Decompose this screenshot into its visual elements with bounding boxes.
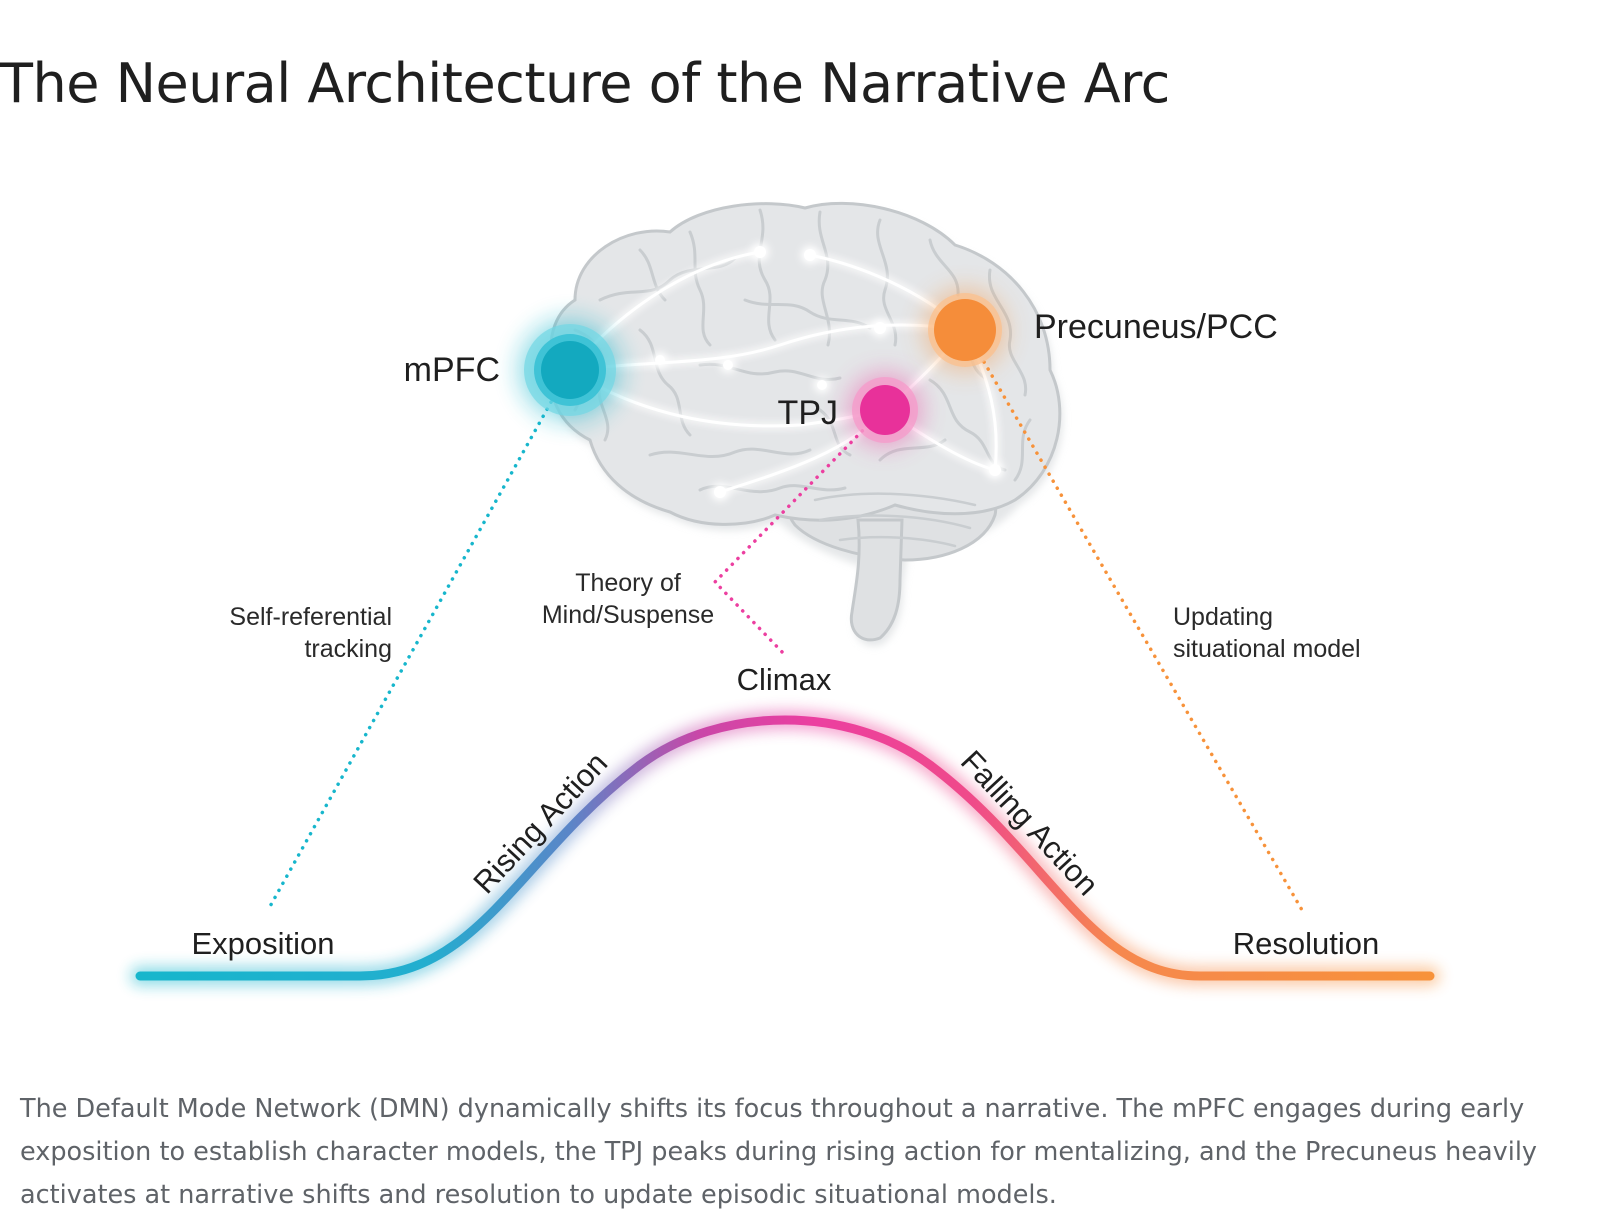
mpfc-label: mPFC (404, 351, 500, 389)
mpfc-annotation-line2: tracking (304, 635, 392, 663)
precuneus-annotation-line1: Updating (1173, 603, 1273, 631)
precuneus-leader-line (978, 353, 1304, 912)
stage-exposition: Exposition (191, 926, 334, 961)
precuneus-label: Precuneus/PCC (1034, 308, 1278, 346)
stage-climax: Climax (737, 662, 832, 697)
mpfc-node (518, 318, 622, 422)
tpj-node (847, 372, 923, 448)
tpj-leader-line (712, 423, 870, 657)
narrative-arc-curve (135, 715, 1435, 981)
page-title: The Neural Architecture of the Narrative… (0, 52, 1170, 115)
tpj-annotation-line1: Theory of (575, 569, 681, 597)
stage-rising-action: Rising Action (466, 745, 614, 900)
stage-falling-action: Falling Action (954, 743, 1105, 902)
narrative-arc-diagram: mPFC TPJ Precuneus/PCC Self-referential … (0, 170, 1600, 1070)
tpj-annotation-line2: Mind/Suspense (542, 601, 714, 629)
tpj-label: TPJ (778, 394, 838, 432)
mpfc-annotation-line1: Self-referential (229, 603, 392, 631)
precuneus-node (923, 288, 1007, 372)
mpfc-leader-line (266, 393, 557, 912)
precuneus-annotation-line2: situational model (1173, 635, 1361, 663)
figure-caption: The Default Mode Network (DMN) dynamical… (20, 1094, 1537, 1210)
stage-resolution: Resolution (1233, 926, 1379, 961)
